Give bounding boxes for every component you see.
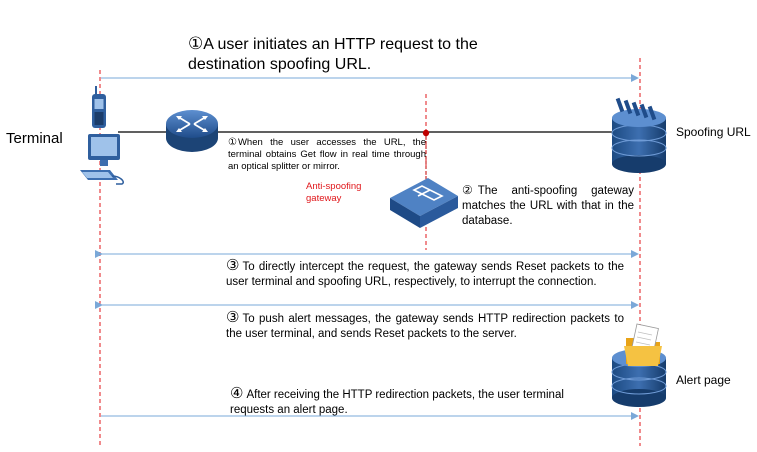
note3a-text: To directly intercept the request, the g… [226, 261, 624, 288]
note4-number: ④ [230, 385, 244, 402]
step1-label: ①A user initiates an HTTP request to the… [188, 34, 488, 75]
gateway-label: Anti-spoofing gateway [306, 181, 362, 204]
gateway-icon [390, 178, 458, 228]
note2-text: The anti-spoofing gateway matches the UR… [462, 185, 634, 227]
phone-icon [92, 86, 106, 128]
note3a-number: ③ [226, 257, 240, 274]
alert-server-icon [611, 323, 667, 407]
step1-text: A user initiates an HTTP request to the … [188, 36, 478, 73]
note1-number: ① [228, 137, 237, 148]
note4-text: After receiving the HTTP redirection pac… [230, 389, 564, 416]
server-icon [611, 97, 667, 173]
terminal-label: Terminal [6, 130, 63, 147]
folder-icon [624, 323, 662, 366]
note3b-text: To push alert messages, the gateway send… [226, 313, 624, 340]
alert-page-label: Alert page [676, 373, 731, 387]
mirror-point [422, 129, 430, 137]
note-step1: ①When the user accesses the URL, the ter… [228, 137, 426, 173]
note1-text: When the user accesses the URL, the term… [228, 137, 426, 172]
spoofing-url-label: Spoofing URL [676, 125, 751, 139]
computer-icon [80, 134, 124, 185]
note2-number: ② [462, 183, 473, 197]
note3b-number: ③ [226, 309, 240, 326]
step1-number: ① [188, 34, 204, 53]
router-icon [166, 110, 218, 152]
